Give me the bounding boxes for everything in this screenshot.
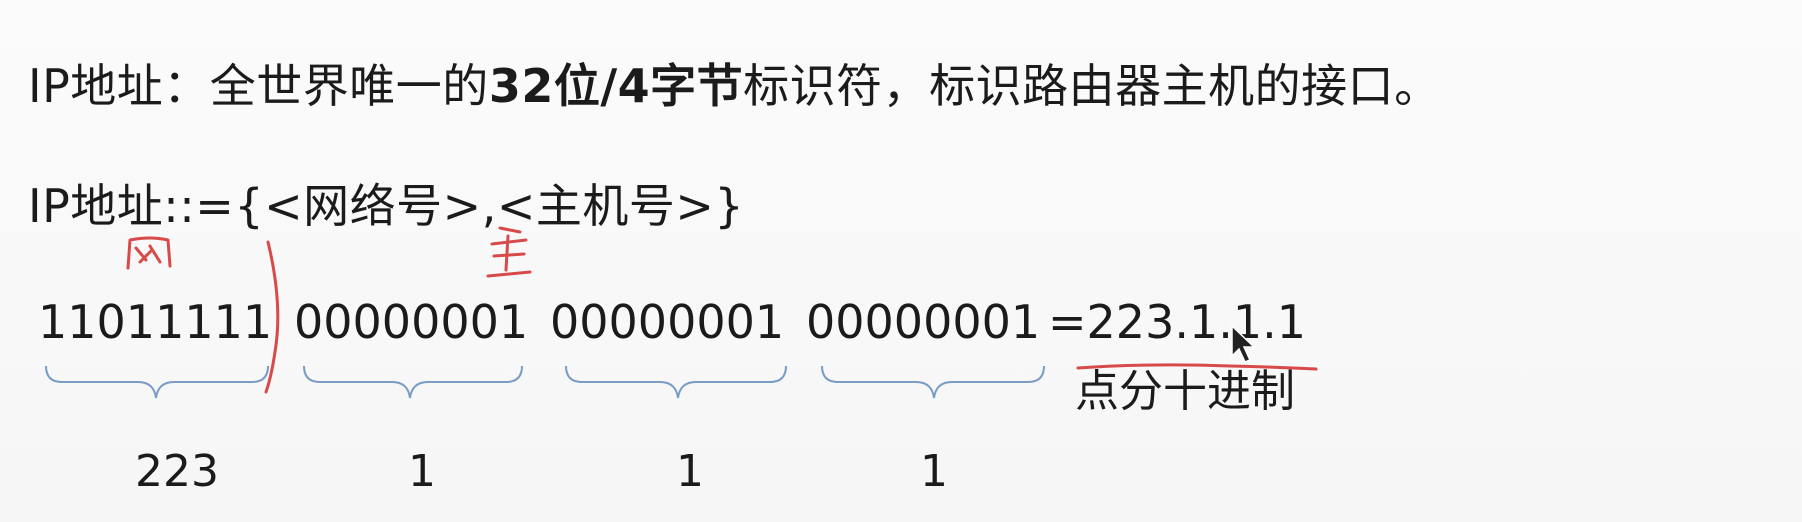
dotted-decimal-caption: 点分十进制: [1075, 366, 1295, 417]
brace-4: [821, 365, 1045, 399]
decimal-value-2: 1: [408, 446, 436, 497]
byte-braces: [45, 365, 1045, 399]
definition-prefix: IP地址：全世界唯一的: [28, 59, 489, 113]
binary-byte-1: 11011111: [38, 295, 273, 349]
definition-line: IP地址：全世界唯一的32位/4字节标识符，标识路由器主机的接口。: [28, 58, 1441, 114]
binary-byte-3: 00000001: [550, 295, 785, 349]
brace-3: [565, 365, 787, 399]
binary-byte-2: 00000001: [294, 295, 529, 349]
definition-bold: 32位/4字节: [488, 59, 744, 113]
decimal-value-4: 1: [920, 446, 948, 497]
dotted-decimal-result: =223.1.1.1: [1048, 295, 1307, 349]
format-line: IP地址::={<网络号>,<主机号>}: [28, 179, 745, 233]
brace-2: [303, 365, 523, 399]
handwritten-net-mark: [126, 236, 172, 270]
brace-1: [45, 365, 269, 399]
handwritten-host-mark: [486, 226, 532, 278]
definition-suffix: 标识符，标识路由器主机的接口。: [743, 59, 1441, 113]
binary-byte-4: 00000001: [806, 295, 1041, 349]
decimal-value-3: 1: [676, 446, 704, 497]
decimal-value-1: 223: [135, 446, 219, 497]
